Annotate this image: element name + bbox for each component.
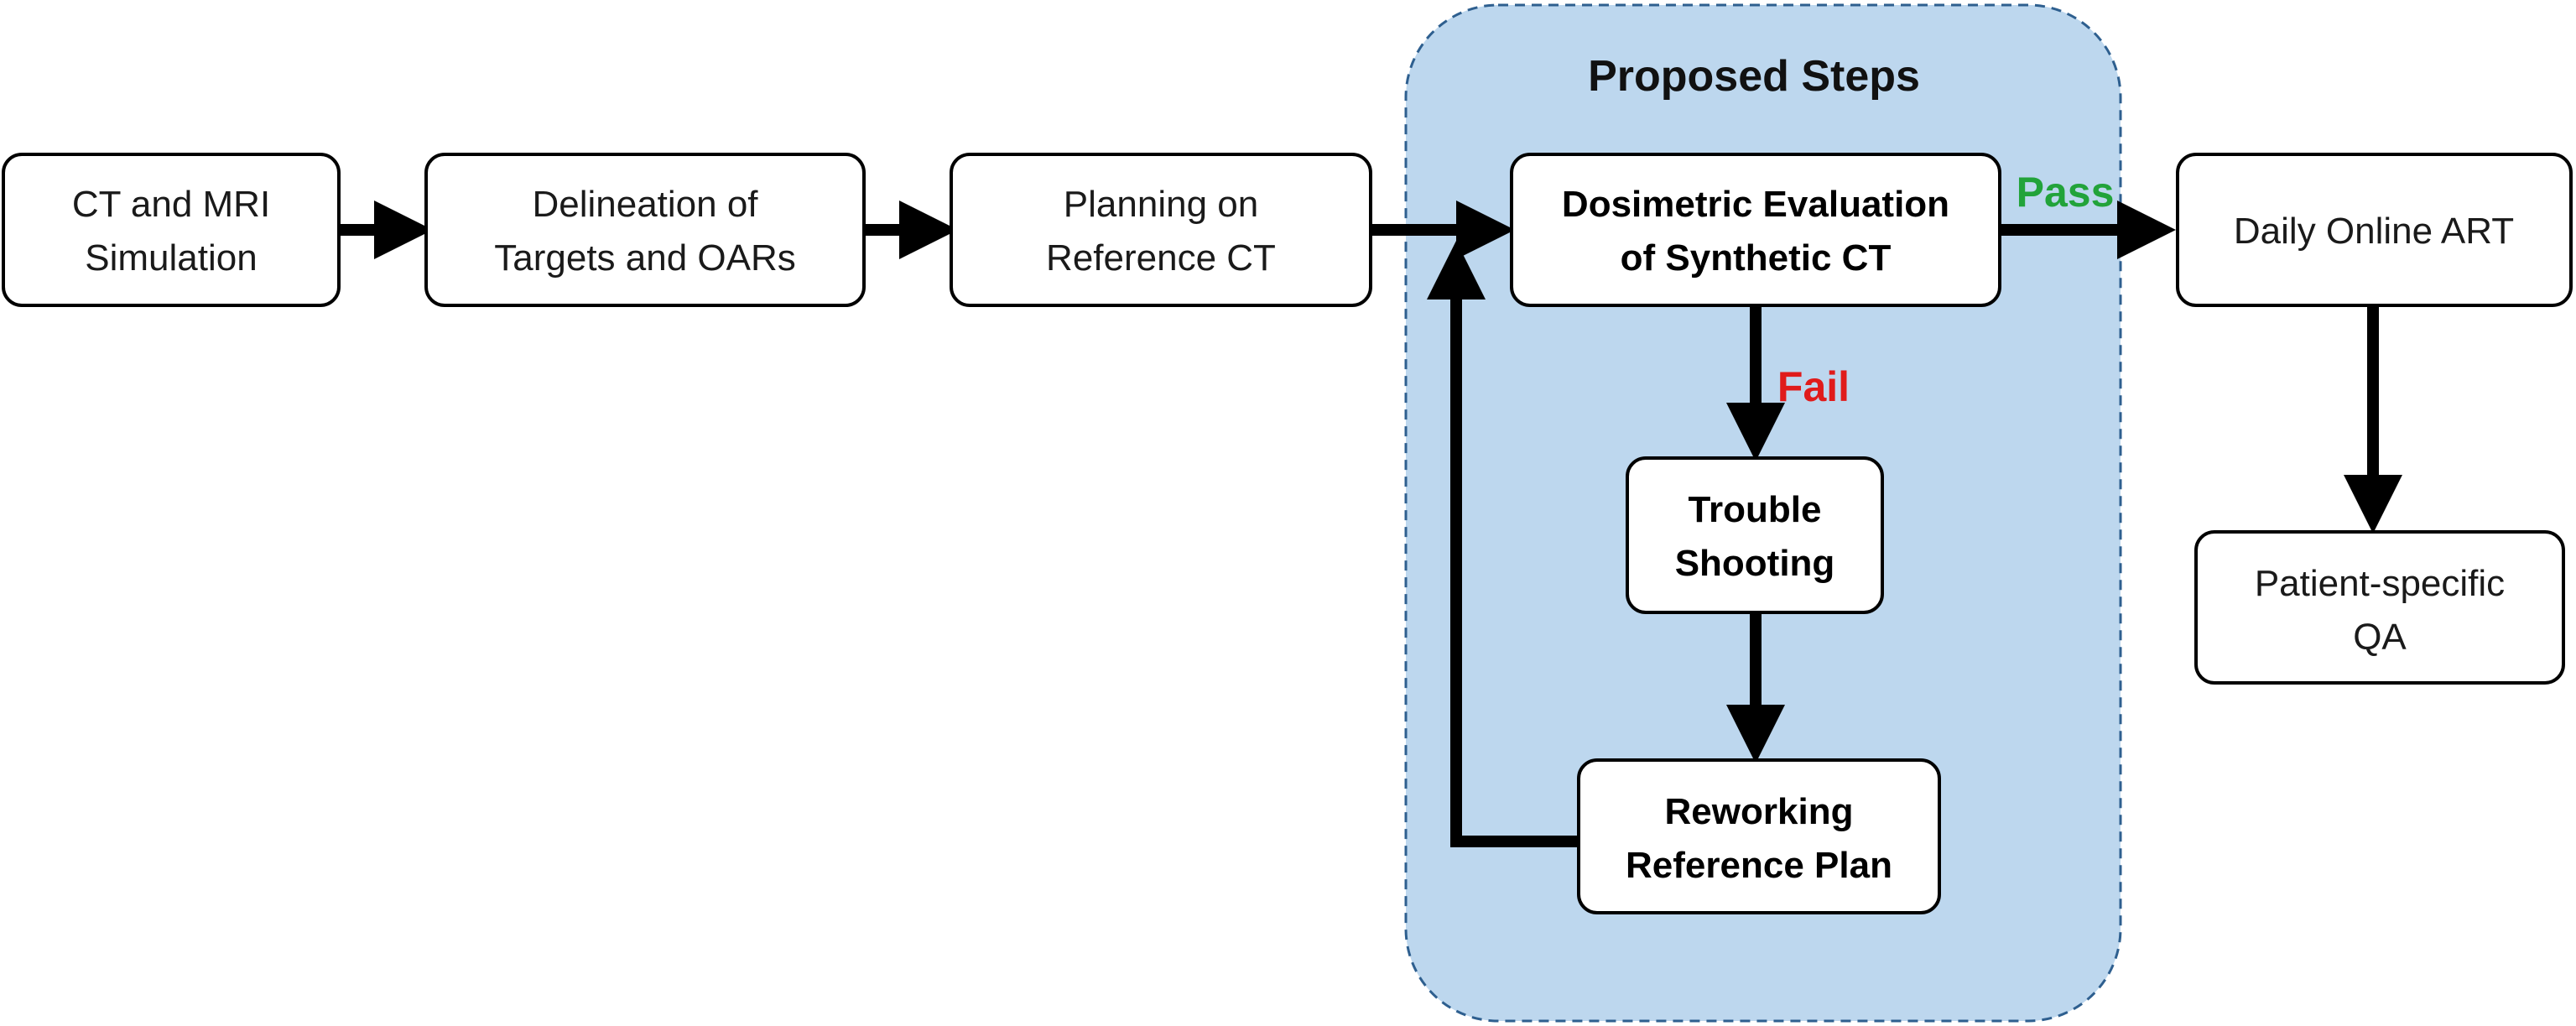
edges	[339, 201, 2402, 847]
node-planning-line-1: Planning on	[1064, 184, 1258, 225]
node-daily-online-art-line-1: Daily Online ART	[2234, 211, 2514, 252]
node-dosimetric-evaluation-line-1: Dosimetric Evaluation	[1562, 184, 1949, 225]
node-delineation-line-2: Targets and OARs	[494, 237, 796, 279]
node-delineation-line-1: Delineation of	[532, 184, 758, 225]
node-planning: Planning on Reference CT	[950, 153, 1372, 307]
node-patient-qa-line-2: QA	[2353, 617, 2407, 658]
pass-label: Pass	[2017, 169, 2115, 216]
node-daily-online-art: Daily Online ART	[2176, 153, 2573, 307]
node-dosimetric-evaluation-line-2: of Synthetic CT	[1621, 237, 1892, 279]
node-ct-mri-simulation-line-1: CT and MRI	[72, 184, 270, 225]
node-trouble-shooting: Trouble Shooting	[1626, 456, 1884, 614]
node-trouble-shooting-line-2: Shooting	[1675, 543, 1835, 584]
proposed-steps-title: Proposed Steps	[1588, 52, 1920, 101]
nodes: CT and MRI Simulation Delineation of Tar…	[2, 153, 2573, 914]
node-planning-line-2: Reference CT	[1046, 237, 1276, 279]
node-ct-mri-simulation-line-2: Simulation	[85, 237, 257, 279]
node-patient-qa-line-1: Patient-specific	[2255, 563, 2505, 604]
node-delineation: Delineation of Targets and OARs	[424, 153, 866, 307]
edge-labels: Pass Fail	[1777, 169, 2114, 410]
fail-label: Fail	[1777, 363, 1850, 410]
node-reworking-line-1: Reworking	[1665, 791, 1854, 832]
node-dosimetric-evaluation: Dosimetric Evaluation of Synthetic CT	[1510, 153, 2001, 307]
node-trouble-shooting-line-1: Trouble	[1689, 489, 1822, 530]
node-reworking: Reworking Reference Plan	[1577, 758, 1941, 914]
node-patient-qa: Patient-specific QA	[2194, 530, 2565, 685]
node-reworking-line-2: Reference Plan	[1626, 845, 1892, 886]
edge-reworking-loop-back	[1427, 241, 1579, 847]
node-ct-mri-simulation: CT and MRI Simulation	[2, 153, 341, 307]
